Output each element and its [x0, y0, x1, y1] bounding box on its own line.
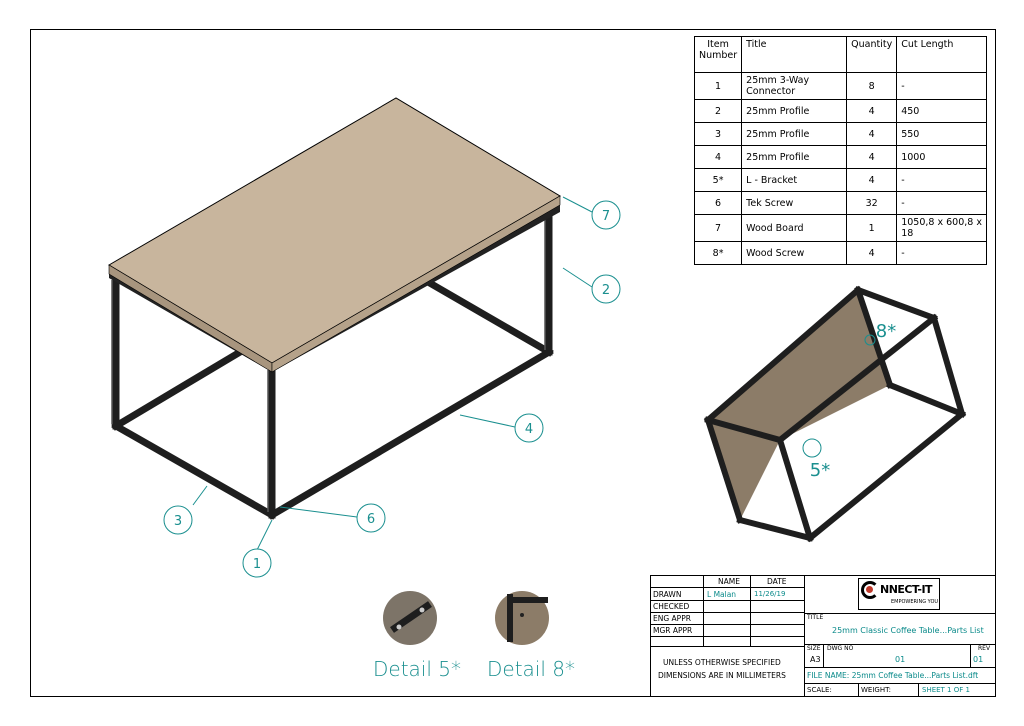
detail-5-label: Detail 5* — [373, 657, 461, 681]
quantity-cell: 4 — [846, 168, 898, 192]
underside-view — [703, 285, 967, 543]
detail-marker-5 — [802, 438, 822, 458]
cut-length-cell: - — [896, 191, 987, 215]
underside-board — [708, 290, 890, 520]
item-number-cell: 4 — [693, 145, 743, 169]
header-title: Title — [741, 36, 848, 73]
callout-1 — [242, 548, 272, 578]
item-number-cell: 8* — [693, 241, 743, 265]
title-value: 25mm Classic Coffee Table...Parts List — [832, 626, 984, 635]
logo-tagline: EMPOWERING YOU — [891, 599, 939, 605]
bottom-rail-back-left — [111, 347, 245, 431]
callout-4-text: 4 — [525, 422, 533, 437]
cut-length-cell: 1000 — [896, 145, 987, 169]
mgr-appr-label: MGR APPR — [653, 626, 693, 635]
callout-2-text: 2 — [602, 283, 610, 298]
cut-length-cell: 550 — [896, 122, 987, 146]
cut-length-cell: 450 — [896, 99, 987, 123]
title-cell: L - Bracket — [741, 168, 848, 192]
callout-2 — [591, 274, 621, 304]
table-header-row: Item Number Title Quantity Cut Length — [693, 36, 987, 73]
callout-3-text: 3 — [174, 514, 182, 529]
cut-length-cell: 1050,8 x 600,8 x 18 — [896, 214, 987, 242]
drawn-name: L Malan — [707, 590, 737, 599]
title-cell: 25mm 3-Way Connector — [741, 72, 848, 100]
callout-6-text: 6 — [367, 512, 375, 527]
callout-7 — [591, 200, 621, 230]
item-number-cell: 7 — [693, 214, 743, 242]
cut-length-cell: - — [896, 72, 987, 100]
size-label: SIZE — [807, 645, 821, 652]
callout-3 — [163, 505, 193, 535]
detail-marker-8 — [864, 334, 876, 346]
title-label: TITLE — [807, 614, 824, 621]
dwg-no-label: DWG NO — [827, 645, 854, 652]
drawn-label: DRAWN — [653, 590, 682, 599]
cut-length-cell: - — [896, 168, 987, 192]
detail-8-label: Detail 8* — [487, 657, 575, 681]
item-number-cell: 1 — [693, 72, 743, 100]
callout-5-star-text: 5* — [810, 460, 830, 481]
name-header: NAME — [718, 577, 740, 586]
quantity-cell: 32 — [846, 191, 898, 215]
callout-4 — [514, 413, 544, 443]
rev-label: REV — [978, 645, 991, 652]
header-quantity: Quantity — [846, 36, 898, 73]
callout-8-star-text: 8* — [876, 321, 896, 342]
date-header: DATE — [767, 577, 787, 586]
dwg-no-value: 01 — [895, 655, 906, 664]
bottom-rail-front-right — [267, 347, 554, 520]
size-value: A3 — [810, 655, 821, 664]
callout-7-text: 7 — [602, 209, 610, 224]
eng-appr-label: ENG APPR — [653, 614, 691, 623]
bottom-rail-back-right — [423, 277, 554, 357]
logo-text: NNECT-IT — [880, 583, 933, 596]
item-number-cell: 3 — [693, 122, 743, 146]
rev-value: 01 — [973, 655, 984, 664]
scale-label: SCALE: — [807, 686, 832, 694]
quantity-cell: 1 — [846, 214, 898, 242]
file-name: FILE NAME: 25mm Coffee Table...Parts Lis… — [807, 671, 979, 680]
note-line-1: UNLESS OTHERWISE SPECIFIED — [663, 658, 781, 667]
callout-6 — [356, 503, 386, 533]
note-line-2: DIMENSIONS ARE IN MILLIMETERS — [658, 671, 786, 680]
drawing-frame — [30, 29, 996, 697]
bottom-rail-front-left — [111, 421, 277, 520]
title-cell: 25mm Profile — [741, 122, 848, 146]
logo-c-icon — [861, 581, 879, 599]
table-frame — [111, 201, 554, 520]
checked-label: CHECKED — [653, 602, 690, 611]
company-logo: NNECT-IT EMPOWERING YOU — [858, 578, 940, 610]
cut-length-cell: - — [896, 241, 987, 265]
callout-1-text: 1 — [253, 557, 261, 572]
quantity-cell: 8 — [846, 72, 898, 100]
drawn-date: 11/26/19 — [754, 590, 786, 598]
item-number-cell: 6 — [693, 191, 743, 215]
weight-label: WEIGHT: — [861, 686, 891, 694]
logo-globe-icon — [866, 586, 873, 593]
quantity-cell: 4 — [846, 241, 898, 265]
sheet-number: SHEET 1 OF 1 — [922, 686, 970, 694]
title-cell: Wood Screw — [741, 241, 848, 265]
